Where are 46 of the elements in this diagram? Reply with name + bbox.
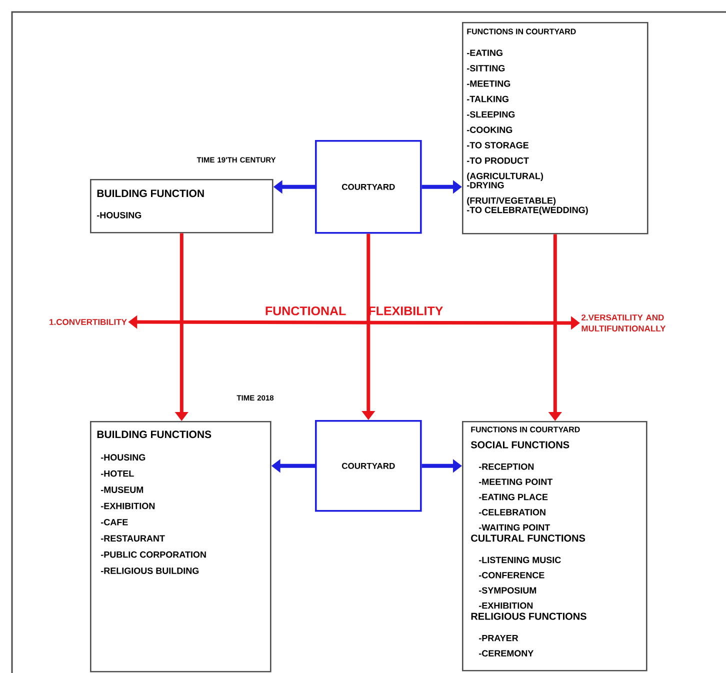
list-item: -MEETING xyxy=(467,80,510,87)
function-box xyxy=(90,179,274,234)
list-item: -CEREMONY xyxy=(479,650,534,657)
list-item: -RELIGIOUS BUILDING xyxy=(101,568,199,574)
list-item: -TO PRODUCT (AGRICULTURAL) xyxy=(467,157,544,181)
list-item: -EATING PLACE xyxy=(479,494,548,500)
list-item: -HOTEL xyxy=(101,470,134,477)
list-item: -CONFERENCE xyxy=(479,572,544,578)
function-box xyxy=(462,22,648,234)
list-item: -TO CELEBRATE(WEDDING) xyxy=(467,206,588,215)
list-item: -RECEPTION xyxy=(479,463,534,470)
edge-label: FUNCTIONAL FLEXIBILITY xyxy=(266,306,444,316)
section-heading: SOCIAL FUNCTIONS xyxy=(470,441,570,448)
list-item: -LISTENING MUSIC xyxy=(479,556,561,564)
list-item: -PRAYER xyxy=(479,634,518,642)
box-heading: FUNCTIONS IN COURTYARD xyxy=(471,426,580,432)
list-item: -SITTING xyxy=(467,65,505,72)
list-item: -SLEEPING xyxy=(467,111,515,118)
list-item: -EXHIBITION xyxy=(101,502,155,510)
list-item: -EATING xyxy=(467,50,502,56)
box-heading: BUILDING FUNCTION xyxy=(97,190,204,198)
list-item: -HOUSING xyxy=(101,454,146,461)
courtyard-box: COURTYARD xyxy=(315,420,422,512)
list-item: -EXHIBITION xyxy=(479,602,533,609)
list-item: -HOUSING xyxy=(97,212,142,218)
function-box xyxy=(462,421,648,672)
list-item: -COOKING xyxy=(467,126,512,134)
list-item: -WAITING POINT xyxy=(479,524,550,531)
list-item: -TO STORAGE xyxy=(467,142,528,148)
box-heading: FUNCTIONS IN COURTYARD xyxy=(467,28,576,34)
list-item: -SYMPOSIUM xyxy=(479,587,536,594)
list-item: -MUSEUM xyxy=(101,486,144,493)
section-heading: RELIGIOUS FUNCTIONS xyxy=(471,612,586,620)
list-item: -DRYING (FRUIT/VEGETABLE) xyxy=(467,182,556,206)
courtyard-box: COURTYARD xyxy=(315,140,422,234)
category-label: 1.CONVERTIBILITY xyxy=(50,319,127,325)
list-item: -TALKING xyxy=(467,96,508,102)
list-item: -MEETING POINT xyxy=(479,478,553,486)
list-item: -PUBLIC CORPORATION xyxy=(101,551,206,558)
function-box xyxy=(90,421,272,672)
list-item: -CELEBRATION xyxy=(479,509,546,516)
box-heading: BUILDING FUNCTIONS xyxy=(97,430,212,438)
list-item: -CAFE xyxy=(101,518,128,526)
section-heading: CULTURAL FUNCTIONS xyxy=(471,534,586,542)
list-item: -RESTAURANT xyxy=(101,535,165,542)
category-label: 2.VERSATILITY AND MULTIFUNTIONALLY xyxy=(582,314,666,332)
